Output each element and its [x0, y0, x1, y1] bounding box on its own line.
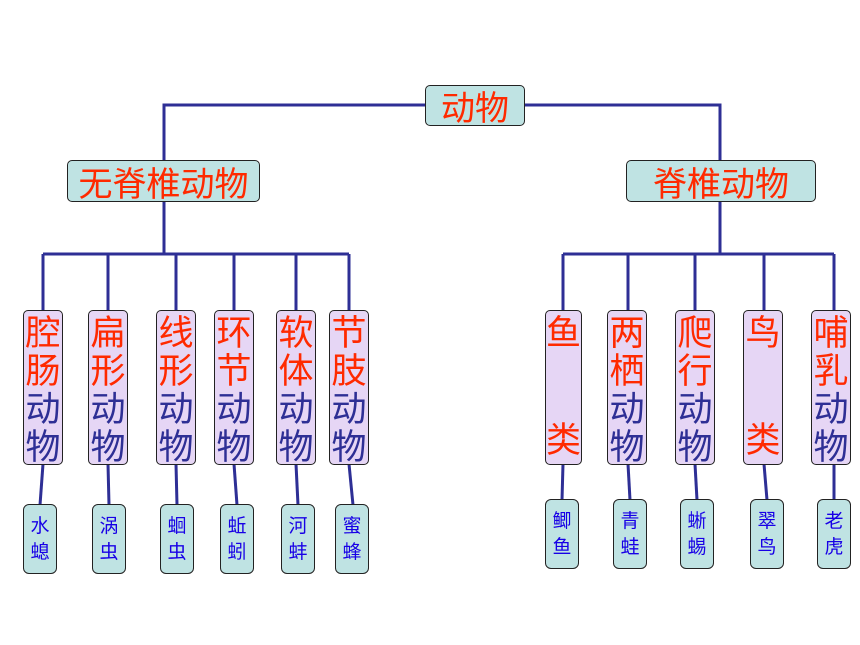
category-suffix: 动物: [609, 390, 645, 468]
example-box: 翠 鸟: [750, 499, 784, 569]
category-name: 两栖: [609, 314, 645, 392]
example-box: 鲫 鱼: [545, 499, 579, 569]
example-char: 蚓: [227, 541, 247, 563]
example-char: 翠: [757, 510, 777, 532]
example-char: 虎: [824, 536, 844, 558]
category-suffix: 动物: [813, 390, 849, 468]
example-box: 青 蛙: [613, 499, 647, 569]
category-cnidaria: 腔肠 动物: [23, 310, 63, 468]
category-name: 鱼: [546, 314, 582, 354]
category-fish: 鱼 类: [545, 310, 582, 465]
example-box: 蛔 虫: [160, 504, 194, 574]
vertebrate-label: 脊椎动物: [653, 164, 789, 205]
example-char: 河: [288, 515, 308, 537]
example-char: 蛙: [620, 536, 640, 558]
category-suffix: 动物: [90, 390, 126, 468]
example-char: 老: [824, 510, 844, 532]
category-annelid: 环节 动物: [214, 310, 254, 468]
category-name: 环节: [216, 314, 252, 392]
example-char: 螅: [30, 541, 50, 563]
category-name: 哺乳: [813, 314, 849, 392]
example-char: 蚌: [288, 541, 308, 563]
category-flatworm: 扁形 动物: [88, 310, 128, 468]
example-char: 水: [30, 515, 50, 537]
category-suffix: 动物: [25, 390, 61, 468]
root-node: 动物: [425, 85, 525, 129]
example-box: 老 虎: [817, 499, 851, 569]
category-name: 线形: [158, 314, 194, 392]
example-char: 鸟: [757, 536, 777, 558]
category-mammal: 哺乳 动物: [811, 310, 851, 468]
invertebrate-label: 无脊椎动物: [78, 164, 249, 205]
category-name: 节肢: [331, 314, 367, 392]
example-box: 水 螅: [23, 504, 57, 574]
example-char: 蛔: [167, 515, 187, 537]
example-char: 虫: [99, 541, 119, 563]
category-bird: 鸟 类: [743, 310, 783, 465]
category-amphibian: 两栖 动物: [607, 310, 647, 468]
category-name: 软体: [278, 314, 314, 392]
example-box: 蜥 蜴: [680, 499, 714, 569]
example-char: 蜥: [687, 510, 707, 532]
invertebrate-node: 无脊椎动物: [67, 160, 260, 205]
category-suffix: 类: [546, 421, 582, 461]
example-char: 鲫: [552, 510, 572, 532]
category-suffix: 动物: [216, 390, 252, 468]
example-char: 青: [620, 510, 640, 532]
category-name: 腔肠: [25, 314, 61, 392]
category-nematode: 线形 动物: [156, 310, 196, 468]
vertebrate-node: 脊椎动物: [626, 160, 816, 205]
category-suffix: 动物: [331, 390, 367, 468]
category-suffix: 动物: [158, 390, 194, 468]
category-mollusc: 软体 动物: [276, 310, 316, 468]
category-suffix: 类: [745, 421, 781, 461]
category-arthropod: 节肢 动物: [329, 310, 369, 468]
example-box: 河 蚌: [281, 504, 315, 574]
example-char: 蜂: [342, 541, 362, 563]
example-char: 蜴: [687, 536, 707, 558]
example-char: 蚯: [227, 515, 247, 537]
example-box: 涡 虫: [92, 504, 126, 574]
category-suffix: 动物: [278, 390, 314, 468]
example-box: 蜜 蜂: [335, 504, 369, 574]
category-name: 鸟: [745, 314, 781, 354]
example-char: 鱼: [552, 536, 572, 558]
category-name: 扁形: [90, 314, 126, 392]
example-char: 蜜: [342, 515, 362, 537]
category-reptile: 爬行 动物: [675, 310, 715, 468]
category-name: 爬行: [677, 314, 713, 392]
example-box: 蚯 蚓: [220, 504, 254, 574]
example-char: 涡: [99, 515, 119, 537]
root-label: 动物: [441, 89, 509, 129]
category-suffix: 动物: [677, 390, 713, 468]
example-char: 虫: [167, 541, 187, 563]
